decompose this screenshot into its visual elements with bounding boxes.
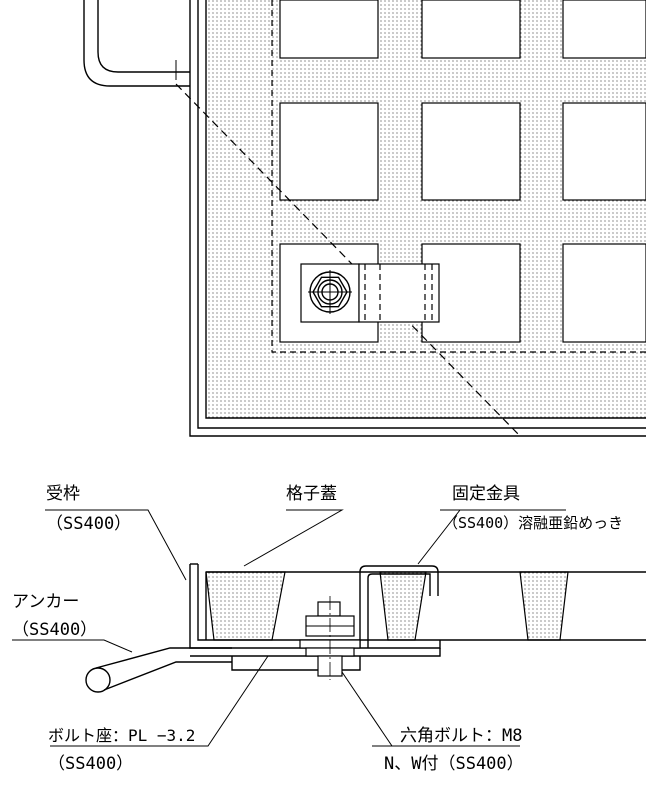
label-receiving-frame-material: （SS400） — [46, 514, 132, 534]
section-hex-bolt — [299, 596, 361, 680]
label-hex-bolt: 六角ボルト：M8 — [400, 726, 523, 746]
plan-grating-openings — [279, 0, 646, 343]
label-bolt-seat: ボルト座：PL −3.2 — [48, 726, 196, 745]
section-bolt-seat — [231, 656, 361, 671]
leader-lines — [12, 509, 566, 747]
section-view — [12, 509, 646, 747]
plan-view — [83, 0, 646, 437]
plan-frame — [189, 0, 646, 437]
plan-hidden-edge — [271, 0, 646, 353]
plan-grating-fill — [206, 0, 646, 418]
label-anchor: アンカー — [12, 592, 80, 612]
label-fixing-bracket-material: （SS400）溶融亜鉛めっき — [443, 514, 624, 532]
label-anchor-material: （SS400） — [12, 620, 98, 640]
label-bolt-seat-material: （SS400） — [48, 754, 134, 774]
plan-fixing-bracket — [300, 263, 440, 323]
section-grating-bars — [205, 571, 569, 641]
plan-section-line — [175, 83, 521, 437]
label-grating-cover: 格子蓋 — [286, 484, 337, 504]
label-hex-bolt-material: N、W付（SS400） — [384, 754, 524, 774]
section-fixing-bracket — [359, 565, 439, 648]
section-anchor — [85, 647, 232, 693]
label-receiving-frame: 受枠 — [46, 484, 80, 504]
plan-anchor-bar — [83, 0, 190, 87]
label-fixing-bracket: 固定金具 — [452, 484, 520, 504]
